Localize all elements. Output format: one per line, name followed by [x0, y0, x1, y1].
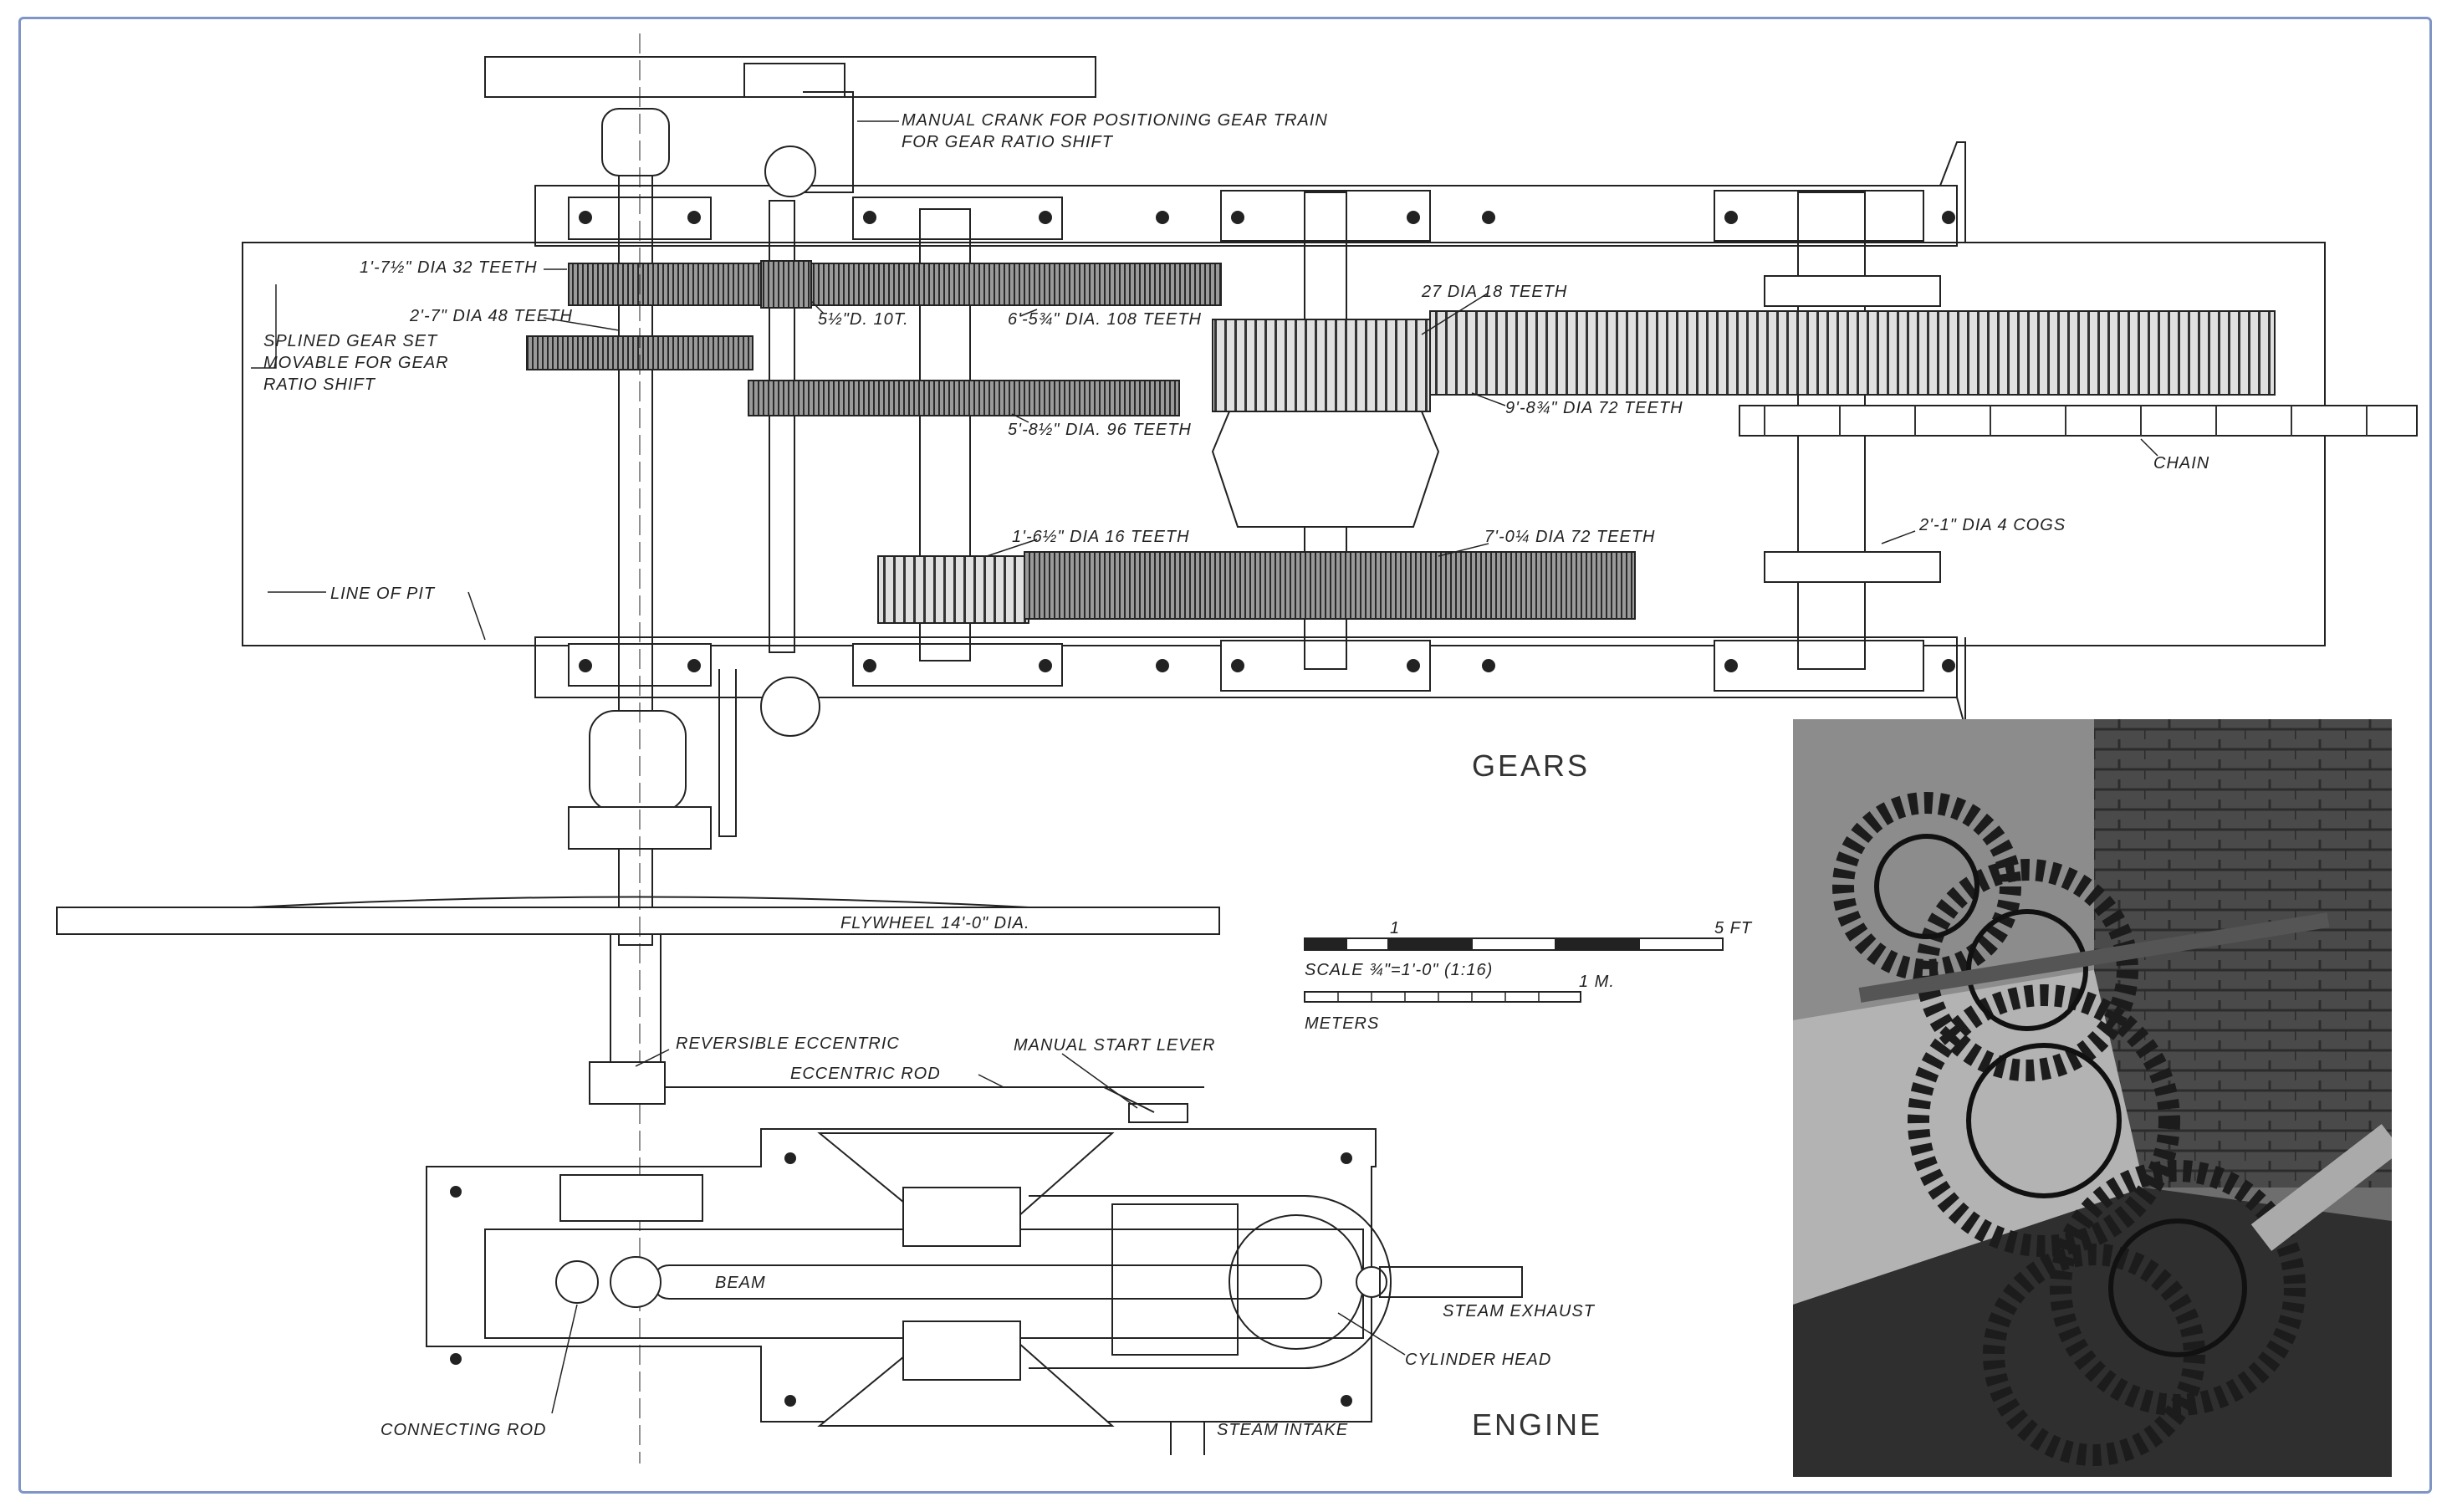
label-steam-exhaust: STEAM EXHAUST [1443, 1302, 1596, 1320]
cylinder-head [1029, 1195, 1392, 1369]
gear-108-teeth [810, 263, 1222, 306]
label-steam-intake: STEAM INTAKE [1217, 1421, 1348, 1439]
label-manual-crank-1: MANUAL CRANK FOR POSITIONING GEAR TRAIN [902, 111, 1328, 130]
reversible-eccentric [589, 1061, 666, 1105]
gear-train-photo [1793, 719, 2392, 1477]
label-gear-72-upper: 9'-8¾" DIA 72 TEETH [1505, 399, 1683, 417]
label-pinion-10t: 5½"D. 10T. [818, 310, 909, 329]
label-gear-96: 5'-8½" DIA. 96 TEETH [1008, 421, 1192, 439]
label-gear-16: 1'-6½" DIA 16 TEETH [1012, 528, 1190, 546]
label-cog: 2'-1" DIA 4 COGS [1918, 516, 2066, 534]
gears-title: GEARS [1472, 748, 1590, 783]
engine-drawing [426, 33, 1523, 1463]
gear-32-teeth [568, 263, 770, 306]
label-chain: CHAIN [2153, 454, 2209, 472]
label-connecting-rod: CONNECTING ROD [381, 1421, 546, 1439]
gears-drawing [242, 56, 2418, 946]
annotation-labels: MANUAL CRANK FOR POSITIONING GEAR TRAIN … [263, 111, 2209, 1442]
label-scale: SCALE ¾"=1'-0" (1:16) [1305, 961, 1493, 979]
label-line-of-pit: LINE OF PIT [330, 585, 436, 603]
upper-frame-rail [534, 185, 1958, 247]
steam-exhaust-pipe [1379, 1266, 1523, 1298]
gear-16-teeth [877, 555, 1029, 624]
label-gear-108: 6'-5¾" DIA. 108 TEETH [1008, 310, 1202, 329]
label-cylinder-head: CYLINDER HEAD [1405, 1351, 1551, 1369]
label-gear-32: 1'-7½" DIA 32 TEETH [360, 258, 538, 277]
label-scale-one: 1 [1390, 919, 1400, 937]
gear-72-teeth-upper [1429, 310, 2276, 396]
label-reversible-eccentric: REVERSIBLE ECCENTRIC [676, 1034, 900, 1053]
scale-bar [1304, 937, 1724, 1003]
label-start-lever: MANUAL START LEVER [1014, 1036, 1215, 1055]
gear-18-teeth [1212, 319, 1431, 412]
label-splined-3: RATIO SHIFT [263, 375, 376, 394]
engine-base-plate [426, 1128, 1377, 1423]
label-gear-72-lower: 7'-0¼ DIA 72 TEETH [1484, 528, 1655, 546]
label-meters: METERS [1305, 1014, 1379, 1033]
label-splined-2: MOVABLE FOR GEAR [263, 354, 449, 372]
engine-title: ENGINE [1472, 1407, 1602, 1442]
label-eccentric-rod: ECCENTRIC ROD [790, 1065, 941, 1083]
chain [1739, 405, 2418, 437]
gear-96-teeth [748, 380, 1180, 416]
label-beam: BEAM [715, 1274, 766, 1292]
label-gear-48: 2'-7" DIA 48 TEETH [409, 307, 573, 325]
label-flywheel: FLYWHEEL 14'-0" DIA. [840, 914, 1030, 932]
label-scale-m: 1 M. [1579, 973, 1615, 991]
lower-frame-rail [534, 636, 1958, 698]
flywheel [56, 896, 1220, 1069]
gear-72-teeth-lower [1024, 551, 1636, 620]
label-manual-crank-2: FOR GEAR RATIO SHIFT [902, 133, 1114, 151]
label-scale-five: 5 FT [1714, 919, 1753, 937]
label-splined-1: SPLINED GEAR SET [263, 332, 438, 350]
pinion-10-teeth [760, 260, 812, 309]
label-gear-18: 27 DIA 18 TEETH [1421, 283, 1567, 301]
